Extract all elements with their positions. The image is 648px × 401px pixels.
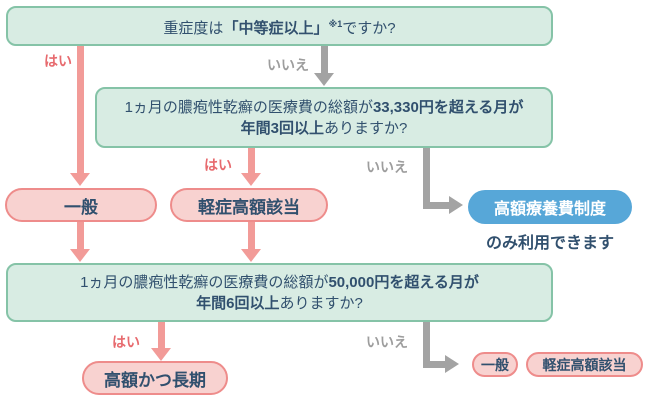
arrow-shaft-q1-no <box>321 46 328 74</box>
arrow-shaft-v-q2-no <box>423 148 430 209</box>
pill-mild-high-cost: 軽症高額該当 <box>170 188 328 222</box>
arrow-head-q2-no <box>449 196 463 214</box>
yes-label-q3: はい <box>112 334 140 350</box>
arrow-head-q1-yes <box>70 173 90 186</box>
pill-mild-high-cost-small: 軽症高額該当 <box>526 352 643 377</box>
q2-lead: 1ヵ月の膿疱性乾癬の医療費の総額が <box>124 98 373 116</box>
arrow-head-q2-yes <box>241 173 261 186</box>
q3-lead: 1ヵ月の膿疱性乾癬の医療費の総額が <box>80 273 329 291</box>
arrow-shaft-q3-yes <box>158 322 165 349</box>
no-label-q2: いいえ <box>366 159 408 175</box>
q2-tail: ありますか? <box>324 119 408 137</box>
yes-label-q1: はい <box>44 53 72 69</box>
note-only-available: のみ利用できます <box>485 235 614 252</box>
q3-frequency: 年間6回以上 <box>196 294 280 312</box>
pill-general-small: 一般 <box>472 352 518 377</box>
question-severity-text: 重症度は「中等症以上」※1ですか? <box>163 14 395 39</box>
q3-amount: 50,000円を超える月が <box>328 273 479 291</box>
question-box-50000: 1ヵ月の膿疱性乾癬の医療費の総額が50,000円を超える月が 年間6回以上ありま… <box>6 263 553 322</box>
q2-line1: 1ヵ月の膿疱性乾癬の医療費の総額が33,330円を超える月が <box>125 97 524 118</box>
arrow-shaft-mild-q3 <box>248 222 255 250</box>
arrow-shaft-h-q3-no <box>423 361 446 368</box>
q1-suffix: ですか? <box>342 19 396 37</box>
arrow-head-mild-q3 <box>241 249 261 262</box>
arrow-shaft-q1-yes <box>77 46 84 174</box>
q1-footnote-ref: ※1 <box>328 18 343 29</box>
arrow-shaft-q2-yes <box>248 148 255 174</box>
arrow-shaft-general-q3 <box>77 222 84 250</box>
arrow-head-q1-no <box>314 73 334 86</box>
question-box-severity: 重症度は「中等症以上」※1ですか? <box>6 6 553 46</box>
q3-line1: 1ヵ月の膿疱性乾癬の医療費の総額が50,000円を超える月が <box>80 272 479 293</box>
arrow-head-q3-yes <box>151 348 171 361</box>
no-label-q3: いいえ <box>366 334 408 350</box>
q2-amount: 33,330円を超える月が <box>372 98 524 116</box>
pill-high-cost-care-system: 高額療養費制度 <box>468 190 632 224</box>
arrow-head-q3-no <box>445 355 459 373</box>
question-box-33330: 1ヵ月の膿疱性乾癬の医療費の総額が33,330円を超える月が 年間3回以上ありま… <box>95 87 553 148</box>
arrow-head-general-q3 <box>70 249 90 262</box>
q2-frequency: 年間3回以上 <box>240 119 324 137</box>
no-label-q1: いいえ <box>267 57 309 73</box>
q2-line2: 年間3回以上ありますか? <box>241 118 408 139</box>
pill-general: 一般 <box>5 188 157 222</box>
q1-bold: 「中等症以上」 <box>223 19 329 37</box>
q3-line2: 年間6回以上ありますか? <box>196 293 363 314</box>
arrow-shaft-h-q2-no <box>423 202 450 209</box>
arrow-shaft-v-q3-no <box>423 322 430 368</box>
pill-high-cost-long-term: 高額かつ長期 <box>82 361 228 395</box>
q3-tail: ありますか? <box>279 294 363 312</box>
yes-label-q2: はい <box>204 157 232 173</box>
q1-prefix: 重症度は <box>163 19 224 37</box>
